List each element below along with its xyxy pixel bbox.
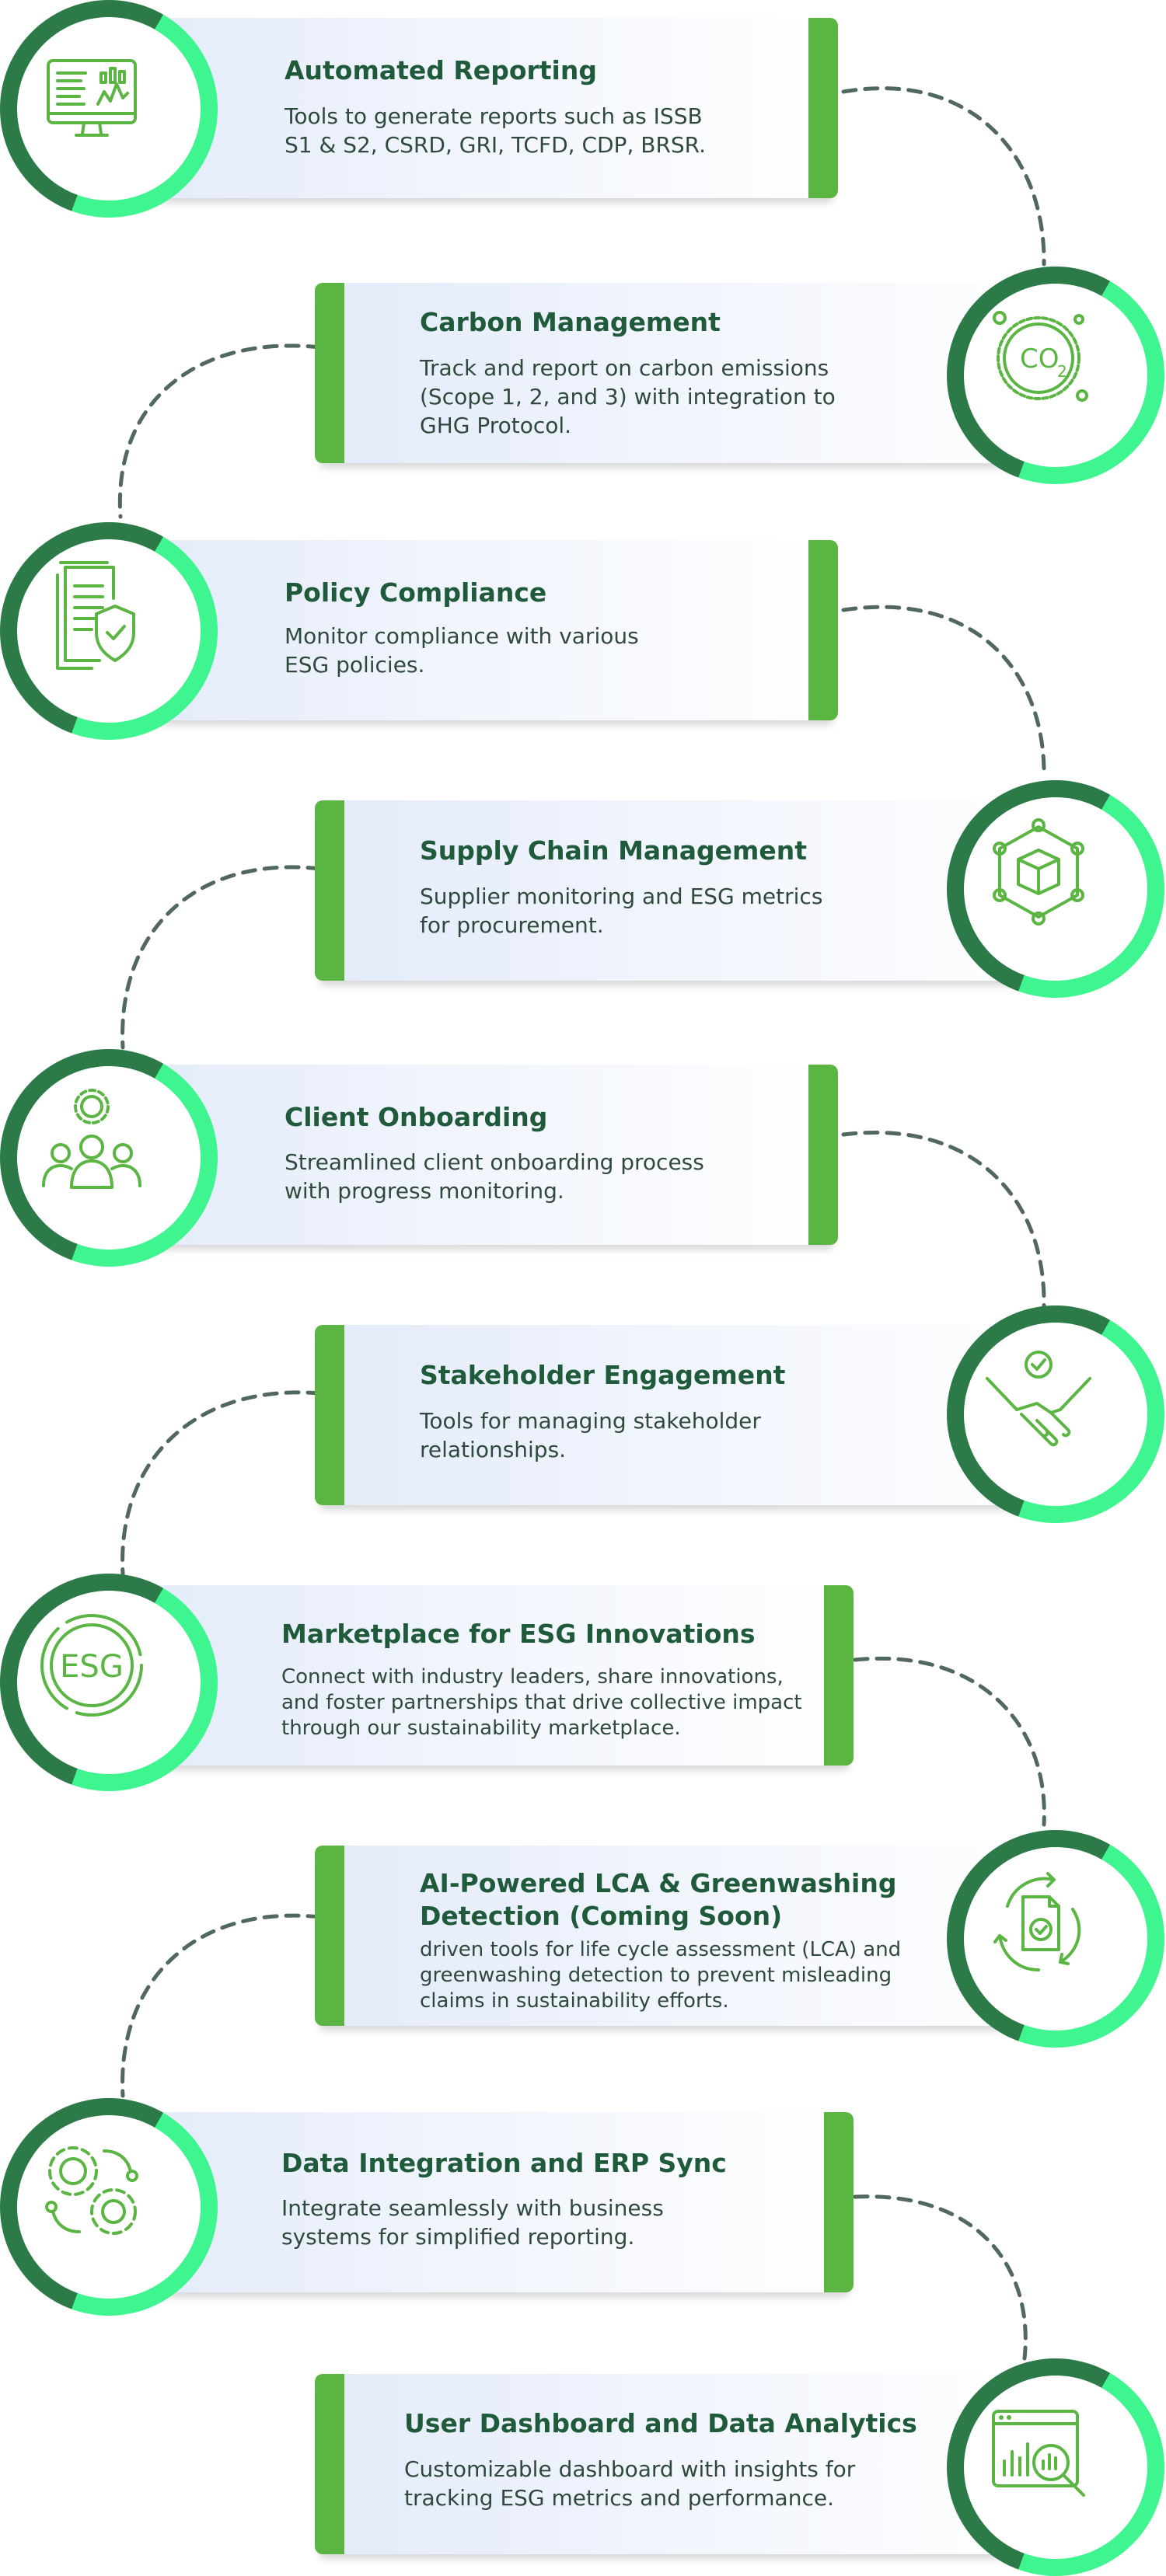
co2-badge-icon: CO 2 [993,311,1088,402]
feature-card: Supply Chain Management Supplier monitor… [315,800,1061,981]
accent-bar [808,18,838,198]
feature-title: Carbon Management [420,307,721,337]
handshake-icon [986,1351,1091,1447]
feature-title: Stakeholder Engagement [420,1360,786,1390]
feature-card: User Dashboard and Data Analytics Custom… [315,2374,1046,2554]
accent-bar [315,800,344,981]
feature-title: Client Onboarding [285,1102,548,1132]
svg-text:CO: CO [1020,343,1060,375]
feature-description: driven tools for life cycle assessment (… [420,1938,902,2013]
feature-title: User Dashboard and Data Analytics [404,2408,917,2438]
feature-description: Connect with industry leaders, share inn… [281,1665,802,1740]
gears-sync-icon [45,2146,138,2235]
svg-text:2: 2 [1057,362,1067,381]
feature-title: Policy Compliance [285,577,547,608]
accent-bar [824,2112,854,2292]
accent-bar [315,283,344,463]
monitor-report-icon [47,59,137,137]
supply-network-icon [993,818,1084,925]
accent-bar [315,1325,344,1505]
feature-icon-badge [0,2098,218,2316]
feature-icon-badge [947,1830,1164,2048]
document-cycle-icon [993,1872,1081,1971]
team-gear-icon [42,1089,141,1189]
feature-card: Stakeholder Engagement Tools for managin… [315,1325,1061,1505]
feature-card: Automated Reporting Tools to generate re… [109,18,838,198]
accent-bar [824,1585,854,1766]
feature-title: Data Integration and ERP Sync [281,2148,727,2178]
feature-title: Automated Reporting [285,55,597,85]
feature-icon-badge [947,780,1164,998]
feature-description: Customizable dashboard with insights for… [404,2456,856,2511]
feature-icon-badge: ESG [0,1574,218,1791]
esg-ring-icon: ESG [40,1614,143,1717]
policy-shield-icon [56,561,135,670]
feature-card: Marketplace for ESG Innovations Connect … [109,1585,854,1766]
feature-icon-badge [0,1049,218,1267]
feature-card: Policy Compliance Monitor compliance wit… [109,540,838,720]
feature-card: Data Integration and ERP Sync Integrate … [109,2112,854,2292]
feature-title: Marketplace for ESG Innovations [281,1619,756,1649]
feature-icon-badge [947,1305,1164,1523]
feature-card: Carbon Management Track and report on ca… [315,283,1061,463]
accent-bar [315,2374,344,2554]
accent-bar [808,1065,838,1245]
analytics-magnifier-icon [992,2410,1085,2497]
accent-bar [315,1846,344,2026]
accent-bar [808,540,838,720]
feature-card: Client Onboarding Streamlined client onb… [109,1065,838,1245]
feature-title: Supply Chain Management [420,835,807,866]
feature-icon-badge: CO 2 [947,267,1164,484]
feature-icon-badge [0,522,218,740]
feature-description: Track and report on carbon emissions(Sco… [420,355,836,438]
svg-text:ESG: ESG [60,1649,124,1685]
feature-icon-badge [0,0,218,218]
feature-icon-badge [947,2358,1164,2576]
